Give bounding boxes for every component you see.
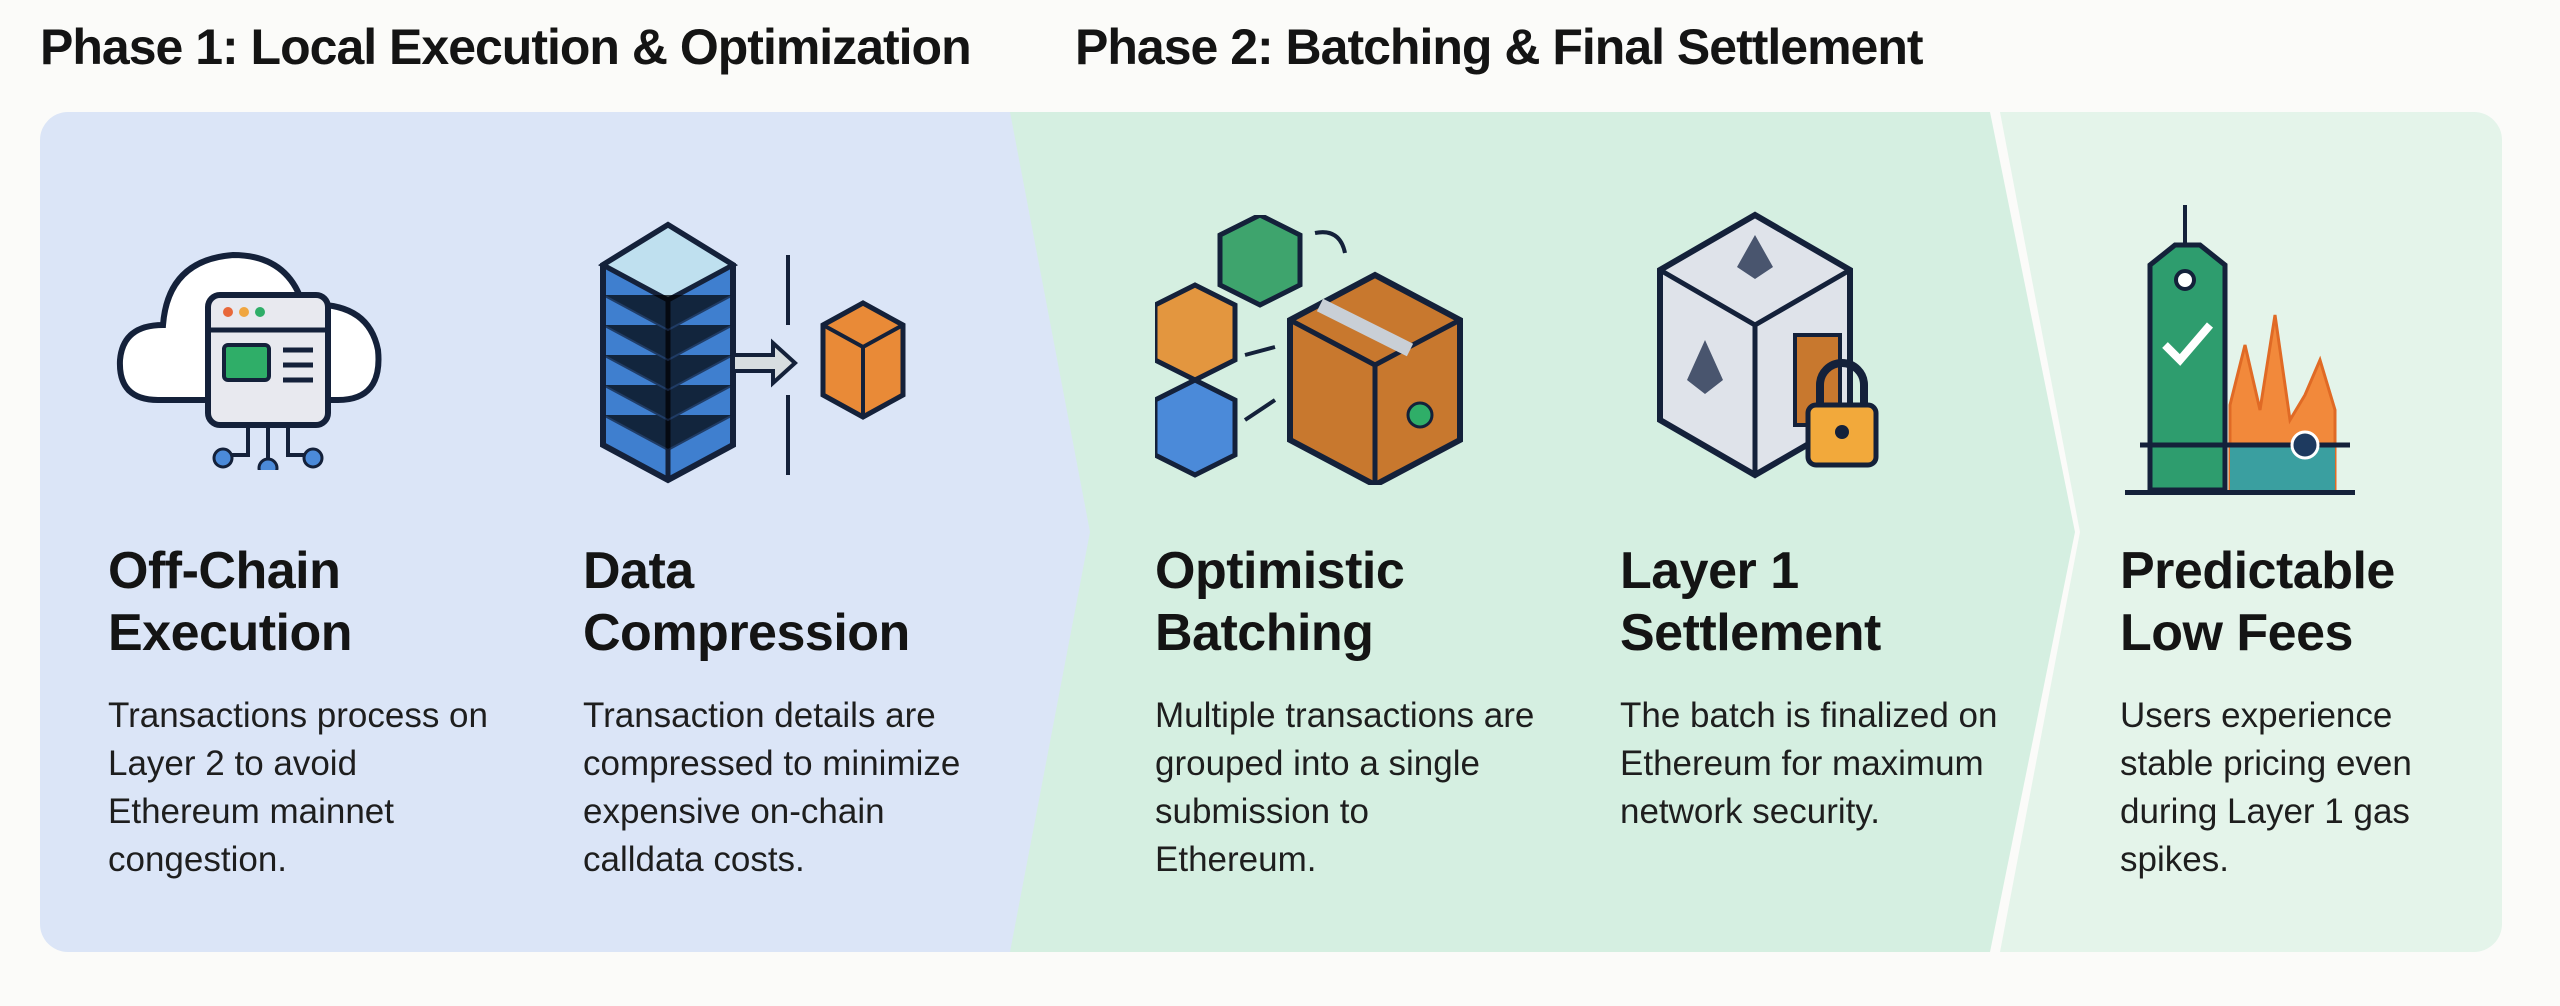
- heading-line: Optimistic: [1155, 542, 1405, 600]
- cloud-server-icon: [108, 200, 548, 500]
- step-description: Transactions process on Layer 2 to avoid…: [108, 696, 488, 879]
- step-description: Multiple transactions are grouped into a…: [1155, 696, 1535, 879]
- heading-line: Off-Chain: [108, 542, 341, 600]
- heading-line: Batching: [1155, 604, 1374, 662]
- ethereum-vault-lock-icon: [1620, 200, 2060, 500]
- phase-1-title: Phase 1: Local Execution & Optimization: [40, 19, 972, 75]
- phase-1-panel: [40, 112, 1090, 952]
- outcome-panel: [2000, 112, 2502, 952]
- compression-cube-icon: [583, 200, 1023, 500]
- batch-crate-icon: [1155, 200, 1595, 500]
- step-description: Users experience stable pricing even dur…: [2120, 696, 2412, 879]
- heading-line: Low Fees: [2120, 604, 2353, 662]
- step-description: Transaction details are compressed to mi…: [583, 696, 961, 879]
- heading-line: Layer 1: [1620, 542, 1799, 600]
- heading-line: Data: [583, 542, 694, 600]
- heading-line: Predictable: [2120, 542, 2395, 600]
- heading-line: Compression: [583, 604, 910, 662]
- phase-2-title: Phase 2: Batching & Final Settlement: [1075, 19, 1924, 75]
- price-tag-chart-icon: [2120, 200, 2560, 500]
- heading-line: Settlement: [1620, 604, 1881, 662]
- step-description: The batch is finalized on Ethereum for m…: [1620, 696, 1998, 831]
- heading-line: Execution: [108, 604, 353, 662]
- phase-2-panel: [1010, 112, 2075, 952]
